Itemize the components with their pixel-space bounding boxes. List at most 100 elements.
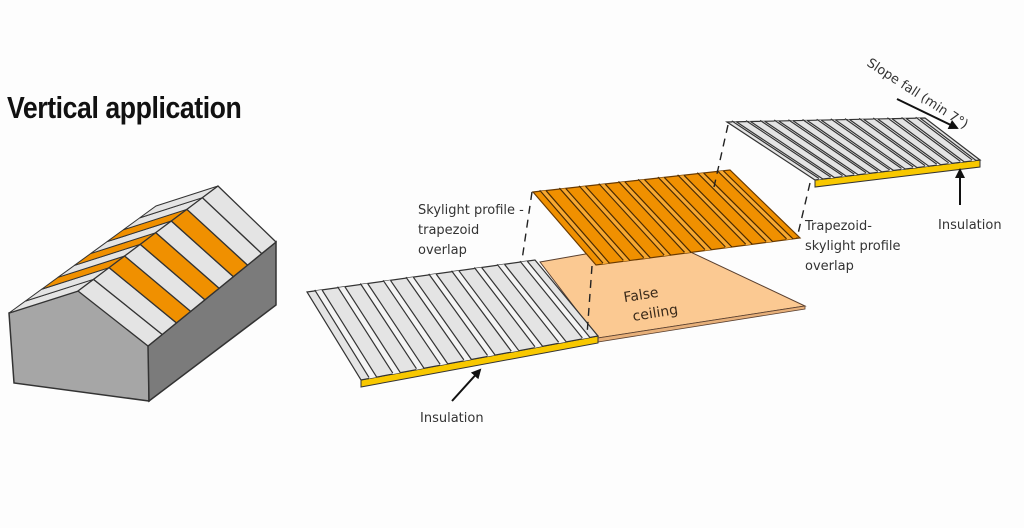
trapezoid-overlap-label: Trapezoid- skylight profile overlap bbox=[804, 219, 905, 274]
rib-edge bbox=[764, 120, 847, 177]
rib-edge bbox=[428, 273, 489, 356]
rib-edge bbox=[778, 120, 859, 176]
rib-edge bbox=[519, 260, 583, 339]
dashed-guide bbox=[796, 182, 811, 239]
rib-edge bbox=[558, 187, 624, 261]
rib-edge bbox=[816, 118, 891, 171]
panel-rib bbox=[428, 273, 496, 357]
rib-edge bbox=[863, 118, 930, 167]
building-roof-back bbox=[8, 185, 219, 314]
panel-surface bbox=[725, 117, 982, 181]
rib-edge bbox=[405, 276, 465, 361]
panel-rib bbox=[451, 270, 519, 353]
false-ceiling-label: False ceiling bbox=[622, 282, 679, 326]
rib-edge bbox=[677, 174, 747, 245]
rib-edge bbox=[473, 267, 536, 348]
roof-panel-strip bbox=[201, 185, 277, 255]
rib-edge bbox=[526, 260, 591, 338]
rib-edge bbox=[788, 119, 867, 174]
panel-rib bbox=[474, 267, 543, 348]
panel-rib bbox=[539, 190, 610, 265]
skylight-profile bbox=[531, 169, 802, 266]
rib-edge bbox=[367, 283, 425, 369]
rib-edge bbox=[412, 276, 472, 360]
rib-edge bbox=[696, 172, 767, 242]
rib-edge bbox=[745, 120, 832, 178]
svg-text:False ceiling: False ceiling bbox=[622, 282, 679, 326]
label-line: overlap bbox=[805, 259, 854, 274]
label-line: Skylight profile - bbox=[418, 203, 524, 218]
rib-edge bbox=[722, 170, 794, 240]
insulation-arrow-left bbox=[451, 368, 482, 402]
rib-edge bbox=[773, 119, 855, 175]
lower-trapezoid-panel bbox=[306, 259, 600, 388]
rib-edge bbox=[344, 286, 401, 374]
panel-rib bbox=[337, 286, 401, 375]
label-line: ceiling bbox=[632, 302, 680, 325]
panel-rib bbox=[657, 177, 732, 248]
rib-edge bbox=[481, 267, 544, 347]
rib-edge bbox=[901, 116, 961, 162]
rib-edge bbox=[458, 270, 520, 352]
label-line: overlap bbox=[418, 243, 467, 258]
overlap-guides bbox=[521, 124, 811, 336]
rib-edge bbox=[887, 117, 950, 164]
rib-edge bbox=[565, 187, 631, 261]
panel-rib bbox=[314, 289, 377, 379]
label-line: skylight profile bbox=[805, 239, 901, 254]
rib-edge bbox=[321, 289, 378, 378]
rib-edge bbox=[736, 121, 824, 180]
rib-edge bbox=[731, 120, 820, 180]
slope-fall-arrow bbox=[896, 98, 959, 130]
panel-rib bbox=[579, 186, 651, 259]
skylight-overlap-label: Skylight profile - trapezoid overlap bbox=[418, 203, 528, 258]
rib-edge bbox=[382, 279, 441, 365]
rib-edge bbox=[891, 118, 953, 164]
rib-edge bbox=[578, 185, 645, 259]
rib-edge bbox=[584, 185, 651, 259]
rib-edge bbox=[314, 289, 370, 378]
panel-rib bbox=[638, 179, 712, 251]
label-line: trapezoid bbox=[418, 223, 479, 238]
panel-rib bbox=[697, 172, 773, 243]
rib-edge bbox=[389, 279, 449, 365]
rib-edge bbox=[451, 270, 512, 352]
rib-edge bbox=[624, 181, 692, 253]
rib-edge bbox=[877, 118, 941, 166]
rib-edge bbox=[830, 118, 902, 170]
rib-edge bbox=[750, 121, 835, 179]
rib-edge bbox=[834, 119, 906, 170]
rib-edge bbox=[545, 190, 610, 264]
rib-edge bbox=[657, 176, 726, 248]
rib-edge bbox=[598, 183, 665, 256]
rib-edge bbox=[806, 119, 883, 173]
panel-rib bbox=[716, 170, 794, 240]
insulation-label-left: Insulation bbox=[420, 411, 484, 426]
page-title: Vertical application bbox=[7, 90, 242, 125]
rib-edge bbox=[359, 283, 417, 370]
rib-edge bbox=[637, 178, 706, 250]
panel-rib bbox=[677, 175, 753, 246]
rib-edge bbox=[337, 286, 394, 374]
panel-rib bbox=[405, 277, 472, 361]
rib-edge bbox=[604, 183, 672, 256]
rib-edge bbox=[759, 119, 843, 177]
rib-edge bbox=[663, 176, 733, 248]
rib-edge bbox=[872, 117, 938, 165]
panel-rib bbox=[559, 188, 630, 262]
dashed-guide bbox=[713, 124, 729, 188]
rib-edge bbox=[915, 116, 973, 161]
rib-edge bbox=[905, 117, 965, 163]
dashed-guide bbox=[521, 191, 533, 261]
insulation-label-right: Insulation bbox=[938, 218, 1002, 233]
building-illustration bbox=[8, 185, 277, 403]
panel-rib bbox=[360, 283, 425, 370]
panel-rib bbox=[618, 181, 692, 254]
rib-edge bbox=[802, 118, 879, 172]
panel-rib bbox=[383, 280, 448, 366]
rib-edge bbox=[618, 181, 685, 253]
rib-edge bbox=[792, 120, 871, 174]
rib-edge bbox=[919, 117, 977, 161]
rib-edge bbox=[435, 273, 496, 356]
